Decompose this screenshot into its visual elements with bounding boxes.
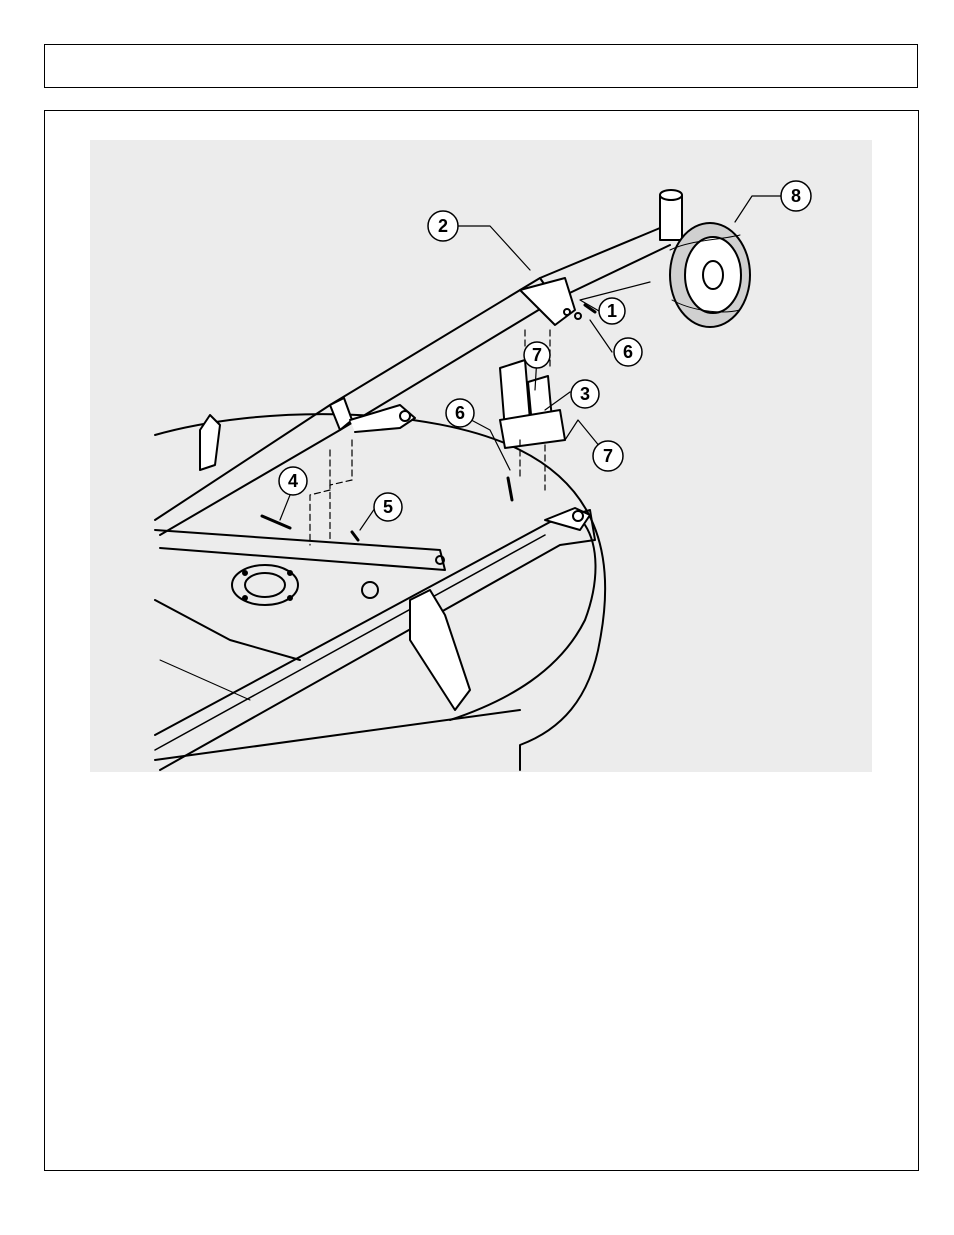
callout-1: 1 <box>599 298 625 324</box>
callout-3: 3 <box>571 380 599 408</box>
callout-5-label: 5 <box>383 497 393 517</box>
callout-8-label: 8 <box>791 186 801 206</box>
diagonal-brace <box>155 530 445 570</box>
callout-7-upper-label: 7 <box>532 345 542 365</box>
callout-5: 5 <box>374 493 402 521</box>
callout-6-upper-label: 6 <box>623 342 633 362</box>
deck-outline <box>155 414 605 770</box>
callout-1-label: 1 <box>607 301 617 321</box>
callout-7-lower-label: 7 <box>603 446 613 466</box>
callout-6-upper: 6 <box>614 338 642 366</box>
deck-inner-rim <box>450 525 596 720</box>
callout-6-lower: 6 <box>446 399 474 427</box>
callout-6-lower-label: 6 <box>455 403 465 423</box>
callout-8: 8 <box>781 181 811 211</box>
callout-7-upper: 7 <box>524 342 550 368</box>
callout-2: 2 <box>428 211 458 241</box>
front-rail <box>155 510 595 770</box>
callout-4-label: 4 <box>288 471 298 491</box>
callout-3-label: 3 <box>580 384 590 404</box>
wheel-post <box>660 195 682 240</box>
callout-2-label: 2 <box>438 216 448 236</box>
callout-7-lower: 7 <box>593 441 623 471</box>
callout-4: 4 <box>279 467 307 495</box>
main-beam <box>155 228 660 520</box>
